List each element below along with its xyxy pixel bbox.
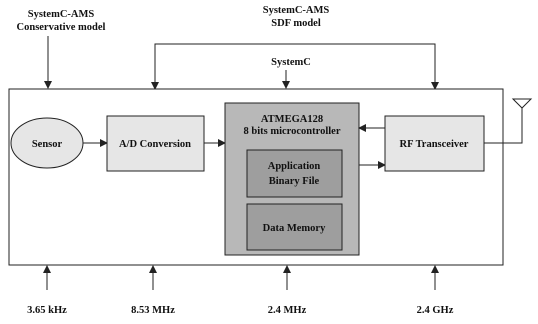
data-memory-block <box>246 203 343 251</box>
adc-label: A/D Conversion <box>119 139 191 150</box>
mcu-label-line1: ATMEGA128 <box>261 114 323 125</box>
app-label-line2: Binary File <box>269 176 320 187</box>
rf-transceiver-block <box>384 115 485 172</box>
sdf-bracket <box>154 43 436 88</box>
rf-label: RF Transceiver <box>400 139 469 150</box>
app-binary-block <box>246 149 343 198</box>
sensor-label: Sensor <box>32 139 63 150</box>
adc-block <box>106 115 205 172</box>
label-sdf-line2: SDF model <box>271 18 321 29</box>
freq-label-3: 2.4 MHz <box>268 305 307 316</box>
label-conservative-line1: SystemC-AMS <box>28 9 95 20</box>
mcu-label-line2: 8 bits microcontroller <box>243 126 340 137</box>
label-sdf-line1: SystemC-AMS <box>263 5 330 16</box>
antenna-icon <box>484 98 533 144</box>
app-label-line1: Application <box>268 161 321 172</box>
freq-label-1: 3.65 kHz <box>27 305 67 316</box>
freq-label-2: 8.53 MHz <box>131 305 175 316</box>
label-conservative-line2: Conservative model <box>17 22 106 33</box>
label-systemc: SystemC <box>271 57 311 68</box>
memory-label: Data Memory <box>263 223 326 234</box>
freq-label-4: 2.4 GHz <box>417 305 454 316</box>
